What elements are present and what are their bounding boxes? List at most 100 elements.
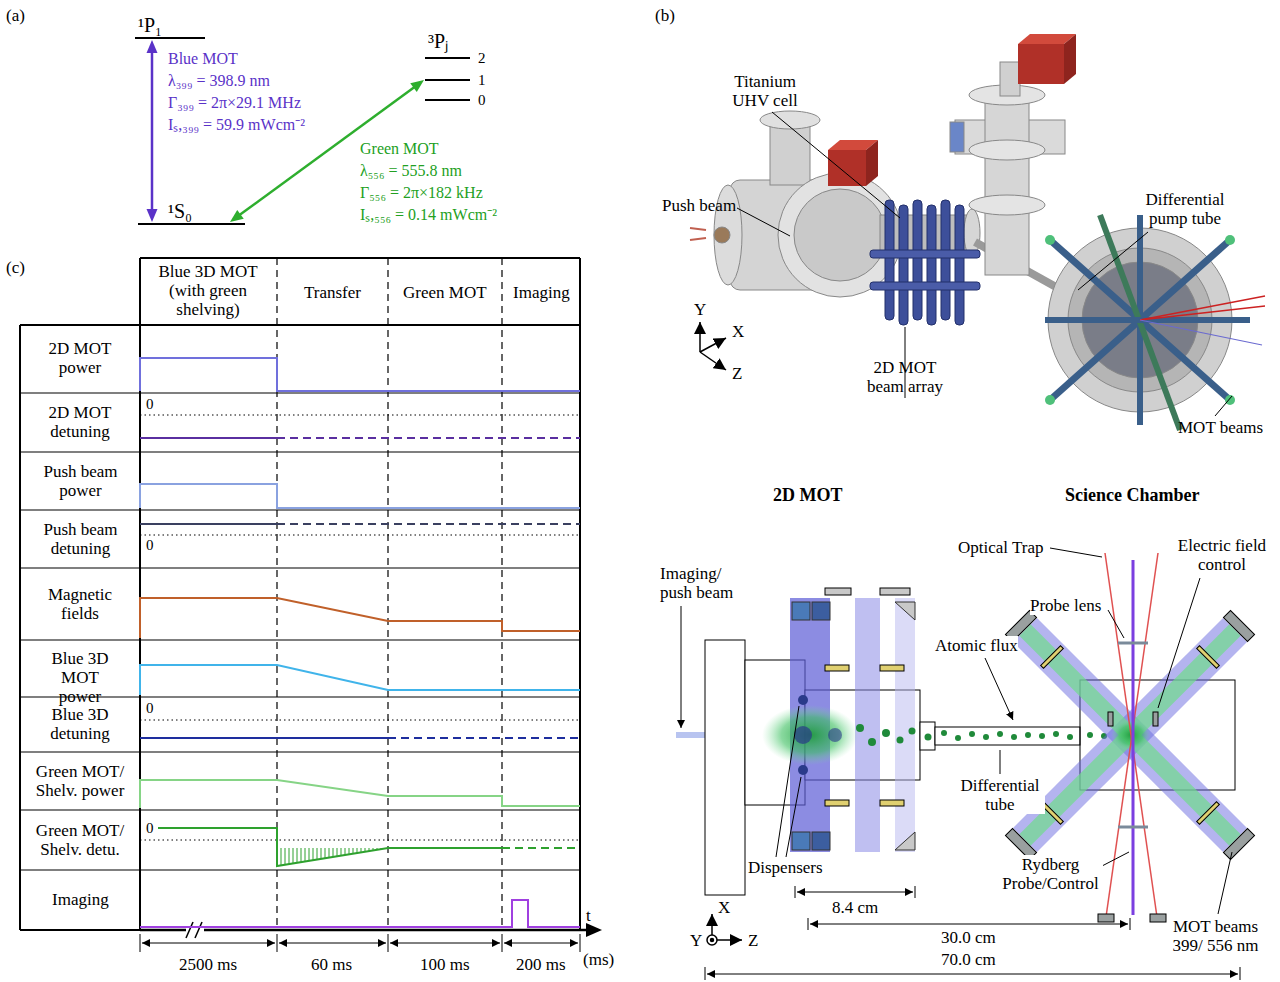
vacuum-render [1064,34,1076,84]
zero-marker: 0 [146,820,154,837]
vacuum-render [870,282,980,290]
timing-traces [140,900,580,927]
row-label: Magnetic fields [45,585,115,623]
transition-parameter: Γ₃₉₉ = 2π×29.1 MHz [168,94,301,112]
energy-level: ¹P₁ [135,37,205,39]
arrow-head [410,80,424,92]
leader-line [1102,852,1129,866]
level-label: 1 [478,71,486,89]
vacuum-render [969,140,1045,160]
part-label: Push beam [662,196,736,215]
schematic [676,553,1255,922]
schematic [798,765,808,775]
leader-line [1050,548,1102,557]
part-label: Optical Trap [958,538,1043,557]
arrow-head [230,210,244,222]
level-label: 2 [478,49,486,67]
schematic [1025,630,1235,840]
schematic [880,588,910,595]
dimension-line [1130,918,1131,930]
schematic [812,602,830,620]
transition-parameter: Γ₅₅₆ = 2π×182 kHz [360,184,483,202]
timing-traces [140,358,580,927]
schematic [855,598,880,852]
time-axis [277,934,278,952]
schematic [1197,646,1220,669]
vacuum-render [950,122,964,152]
schematic [1011,734,1017,740]
part-label: Imaging/ push beam [660,564,740,602]
zero-marker: 0 [146,700,154,717]
zero-marker: 0 [146,396,154,413]
leader-line [786,777,801,857]
transition-parameter: λ₅₅₆ = 555.8 nm [360,162,462,180]
energy-level: 1 [425,79,470,81]
schematic [798,695,808,705]
axis-arrows [700,322,726,370]
schematic [1025,630,1235,840]
schematic [1106,553,1158,917]
schematic [1223,828,1254,859]
timing-traces [281,848,381,865]
leader-line [1000,750,1001,774]
zero-marker: 0 [146,537,154,554]
vacuum-render [770,120,810,185]
schematic [1150,914,1166,922]
energy-level: 2 [425,57,470,59]
axis-arrows [699,322,701,352]
axis-label: Z [732,364,742,383]
vacuum-render [1000,62,1020,96]
transition-parameter: λ₃₉₉ = 398.9 nm [168,72,270,90]
timing-traces [140,840,580,841]
energy-level: 0 [425,99,470,101]
schematic [1132,560,1135,915]
panel-letter: (b) [655,6,675,25]
timing-traces [140,358,580,391]
vacuum-render [1225,395,1235,405]
vacuum-render [1045,395,1055,405]
timing-traces [140,720,580,721]
axis-arrows [700,338,726,352]
timing-table [19,325,21,930]
schematic [825,665,849,671]
schematic [1025,732,1031,738]
part-label: Titanium UHV cell [725,72,805,110]
schematic [895,602,915,620]
schematic [983,734,989,740]
vacuum-render [899,205,908,325]
time-axis [186,922,193,938]
timing-traces [158,828,502,866]
schematic [868,738,876,746]
schematic [1118,826,1148,829]
part-label: Differential pump tube [1135,190,1235,228]
dimension-line [705,886,1240,980]
transition-name: Blue MOT [168,50,238,68]
row-label: Green MOT/ Shelv. power [30,762,130,800]
duration-label: 2500 ms [179,955,237,974]
time-axis [502,934,503,952]
axis-label: t [586,906,591,925]
vacuum-render [885,200,894,320]
schematic [1153,712,1158,726]
leader-line [681,548,1232,914]
row-label: Push beam detuning [38,520,123,558]
row-label: Blue 3D detuning [40,705,120,743]
axis-arrows [711,939,714,942]
vacuum-render [1225,235,1235,245]
timing-table [20,324,580,326]
part-label: Atomic flux [935,636,1018,655]
vacuum-render [941,200,950,320]
schematic [909,728,916,735]
schematic [1025,630,1235,840]
schematic [941,730,947,736]
arrow-head [147,40,158,53]
row-label: 2D MOT detuning [40,403,120,441]
vacuum-render [866,140,878,186]
dimension-line [915,886,916,898]
row-label: Push beam power [38,462,123,500]
vacuum-render [927,205,936,325]
timing-traces [140,484,580,508]
leader-line [681,606,682,728]
schematic [856,724,864,732]
dimension-line [707,974,1238,975]
